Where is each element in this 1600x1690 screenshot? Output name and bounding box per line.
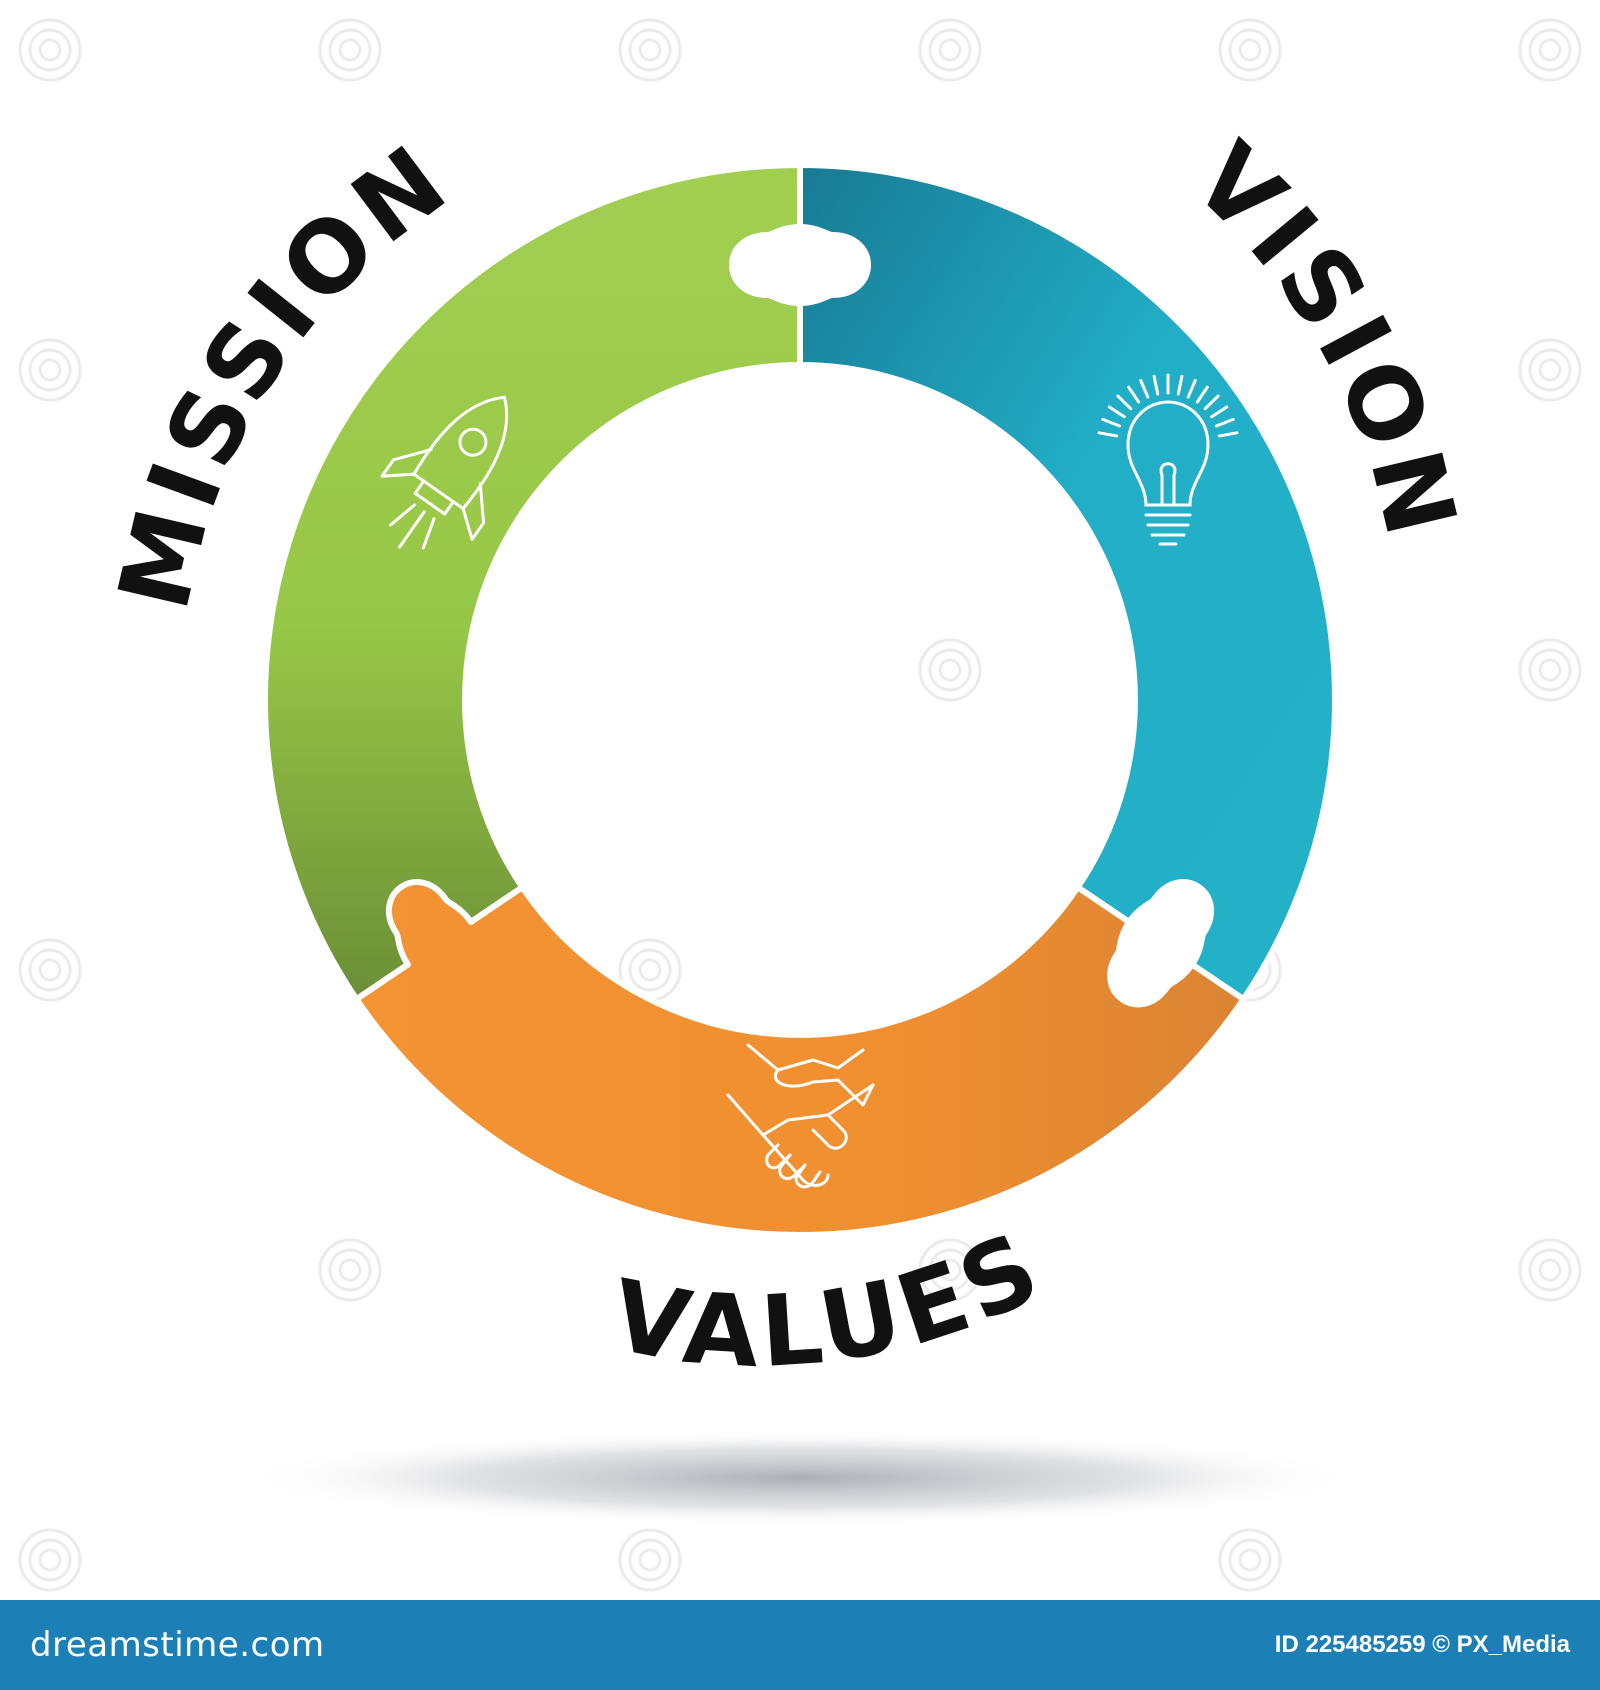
watermark-swirl-icon	[318, 1238, 382, 1302]
watermark-swirl-icon	[618, 1528, 682, 1592]
values-segment	[353, 879, 1247, 1238]
watermark-swirl-icon	[18, 1528, 82, 1592]
puzzle-ring	[262, 162, 1338, 1238]
floor-shadow	[240, 1430, 1360, 1526]
rocket-icon	[380, 395, 509, 550]
bulb-ray	[1127, 385, 1141, 404]
bulb-ray	[1116, 394, 1133, 411]
watermark-swirl-icon	[918, 18, 982, 82]
watermark-swirl-icon	[918, 638, 982, 702]
bulb-ray	[1152, 374, 1160, 396]
bulb-ray	[1097, 431, 1119, 438]
stock-footer-bar: dreamstime.com ID 225485259 © PX_Media	[0, 1600, 1600, 1690]
bulb-ray	[1186, 379, 1197, 399]
watermark-swirl-icon	[1218, 1528, 1282, 1592]
watermark-swirl-icon	[18, 938, 82, 1002]
watermark-swirl-icon	[1518, 638, 1582, 702]
bulb-ray	[1139, 379, 1150, 399]
watermark-swirl-icon	[318, 18, 382, 82]
bulb-ray	[1217, 431, 1239, 438]
watermark-swirl-icon	[1518, 1238, 1582, 1302]
bulb-ray	[1107, 405, 1126, 419]
watermark-swirl-icon	[18, 18, 82, 82]
watermark-swirl-icon	[18, 338, 82, 402]
puzzle-ring-diagram: MISSION VISION VALUES	[18, 18, 1582, 1592]
bulb-ray	[1214, 417, 1235, 428]
handshake-icon	[726, 1043, 875, 1189]
bulb-ray	[1176, 374, 1184, 396]
bulb-ray	[1101, 417, 1122, 428]
watermark-swirl-icon	[1518, 338, 1582, 402]
bulb-ray	[1210, 405, 1229, 419]
bulb-ray	[1195, 385, 1209, 404]
watermark-swirl-icon	[1218, 18, 1282, 82]
vision-segment	[797, 162, 1338, 1003]
image-credit: ID 225485259 © PX_Media	[1274, 1631, 1570, 1658]
watermark-swirl-icon	[618, 18, 682, 82]
lightbulb-icon	[1097, 373, 1239, 546]
bulb-ray	[1203, 394, 1220, 411]
watermark-swirl-icon	[918, 1238, 982, 1302]
brand-logo-text: dreamstime.com	[30, 1625, 325, 1665]
watermark-swirl-icon	[1518, 18, 1582, 82]
